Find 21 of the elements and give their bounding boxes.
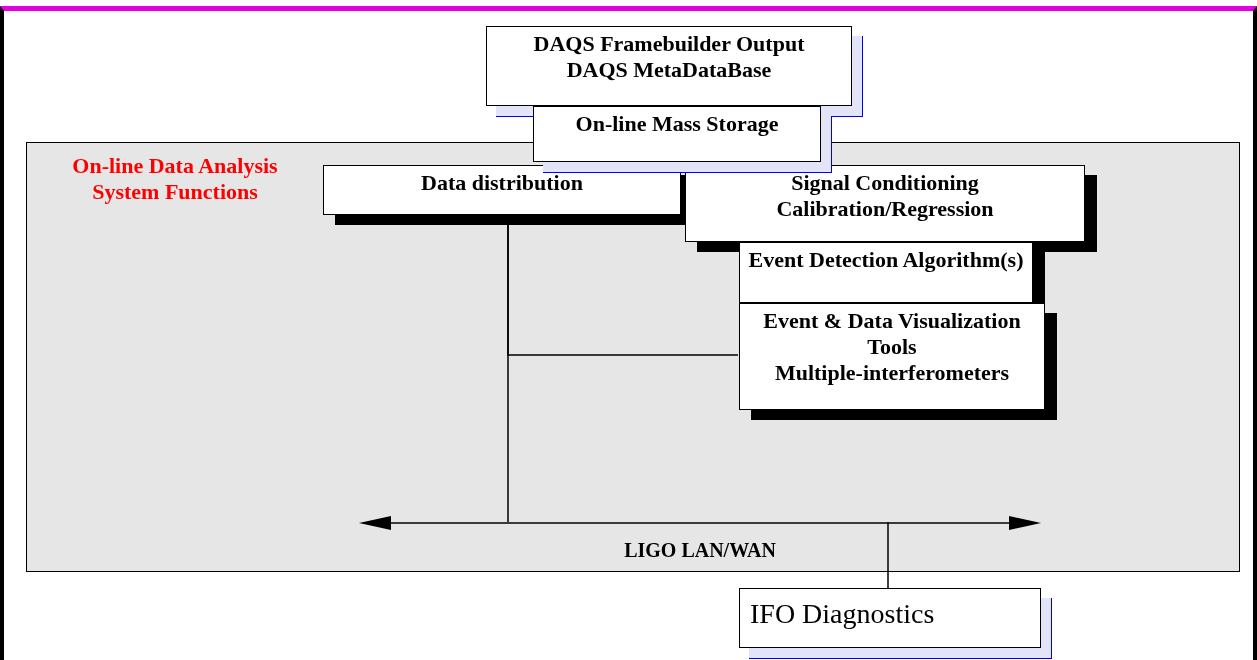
- box-label: DAQS Framebuilder Output: [533, 31, 805, 57]
- process-box: [739, 303, 1045, 410]
- box-label: Event & Data Visualization Tools: [762, 308, 1022, 360]
- panel: [26, 142, 1240, 572]
- box-label: IFO Diagnostics: [750, 601, 935, 627]
- box-label: Multiple-interferometers: [774, 360, 1010, 386]
- box-label: Event Detection Algorithm(s): [748, 247, 1024, 273]
- box-label: DAQS MetaDataBase: [566, 57, 772, 83]
- process-box: [486, 26, 852, 106]
- panel-title: On-line Data Analysis System Functions: [71, 153, 279, 205]
- box-label: Data distribution: [421, 170, 583, 196]
- connector-line: [887, 521, 889, 589]
- box-label: Signal Conditioning: [791, 170, 979, 196]
- process-box: [533, 106, 821, 162]
- bus-label: LIGO LAN/WAN: [623, 538, 777, 562]
- process-box: [739, 242, 1033, 303]
- process-box: [739, 588, 1041, 648]
- process-box: [685, 165, 1085, 242]
- process-box: [323, 165, 681, 215]
- box-label: On-line Mass Storage: [575, 111, 779, 137]
- box-label: Calibration/Regression: [776, 196, 994, 222]
